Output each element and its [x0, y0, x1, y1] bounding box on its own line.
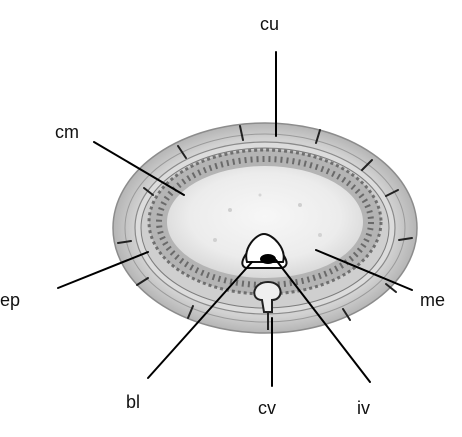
label-cu: cu [260, 14, 279, 34]
inner-vessel [260, 254, 276, 264]
label-iv: iv [357, 398, 370, 418]
label-cv: cv [258, 398, 276, 418]
label-cm: cm [55, 122, 79, 142]
label-bl: bl [126, 392, 140, 412]
label-me: me [420, 290, 445, 310]
label-ep: ep [0, 290, 20, 310]
